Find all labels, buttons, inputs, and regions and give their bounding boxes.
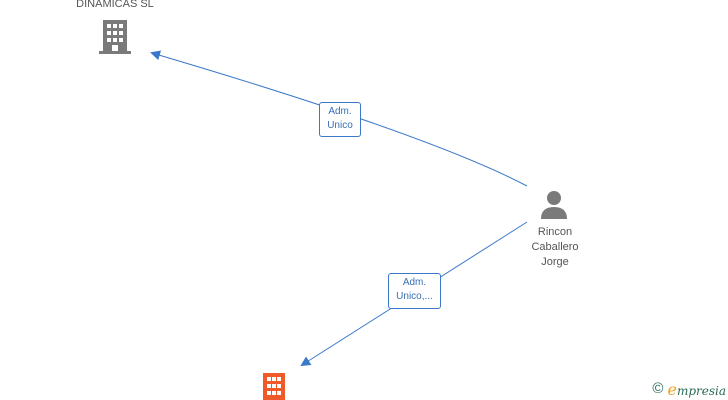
edge-label-to-bottom-line-1: Adm. bbox=[402, 277, 427, 288]
edge-person-to-top-company bbox=[150, 50, 528, 187]
edge-label-to-bottom[interactable]: Adm. Unico,... bbox=[388, 273, 441, 309]
node-person-label: Rincon Caballero Jorge bbox=[510, 225, 600, 270]
node-top-company-name: DINAMICAS SL bbox=[76, 0, 154, 10]
person-name-line-3: Jorge bbox=[541, 256, 569, 268]
edge-label-to-bottom-line-2: Unico,... bbox=[396, 291, 433, 302]
building-icon-highlighted[interactable] bbox=[261, 373, 287, 400]
person-name-line-1: Rincon bbox=[537, 226, 573, 238]
person-icon[interactable] bbox=[539, 189, 569, 224]
edge-label-to-top-line-2: Unico bbox=[327, 120, 353, 131]
brand-name: mpresia bbox=[676, 383, 726, 398]
brand-initial: e bbox=[667, 379, 677, 399]
empresia-watermark: © empresia bbox=[652, 380, 726, 399]
person-name-line-2: Caballero bbox=[531, 241, 579, 253]
edge-label-to-top-line-1: Adm. bbox=[328, 106, 352, 117]
edge-label-to-top[interactable]: Adm. Unico bbox=[319, 102, 361, 137]
node-top-company-label: DINAMICAS SL bbox=[40, 0, 190, 12]
copyright-symbol: © bbox=[652, 380, 664, 397]
brand-logo: empresia bbox=[667, 380, 726, 399]
building-icon[interactable] bbox=[99, 20, 131, 59]
